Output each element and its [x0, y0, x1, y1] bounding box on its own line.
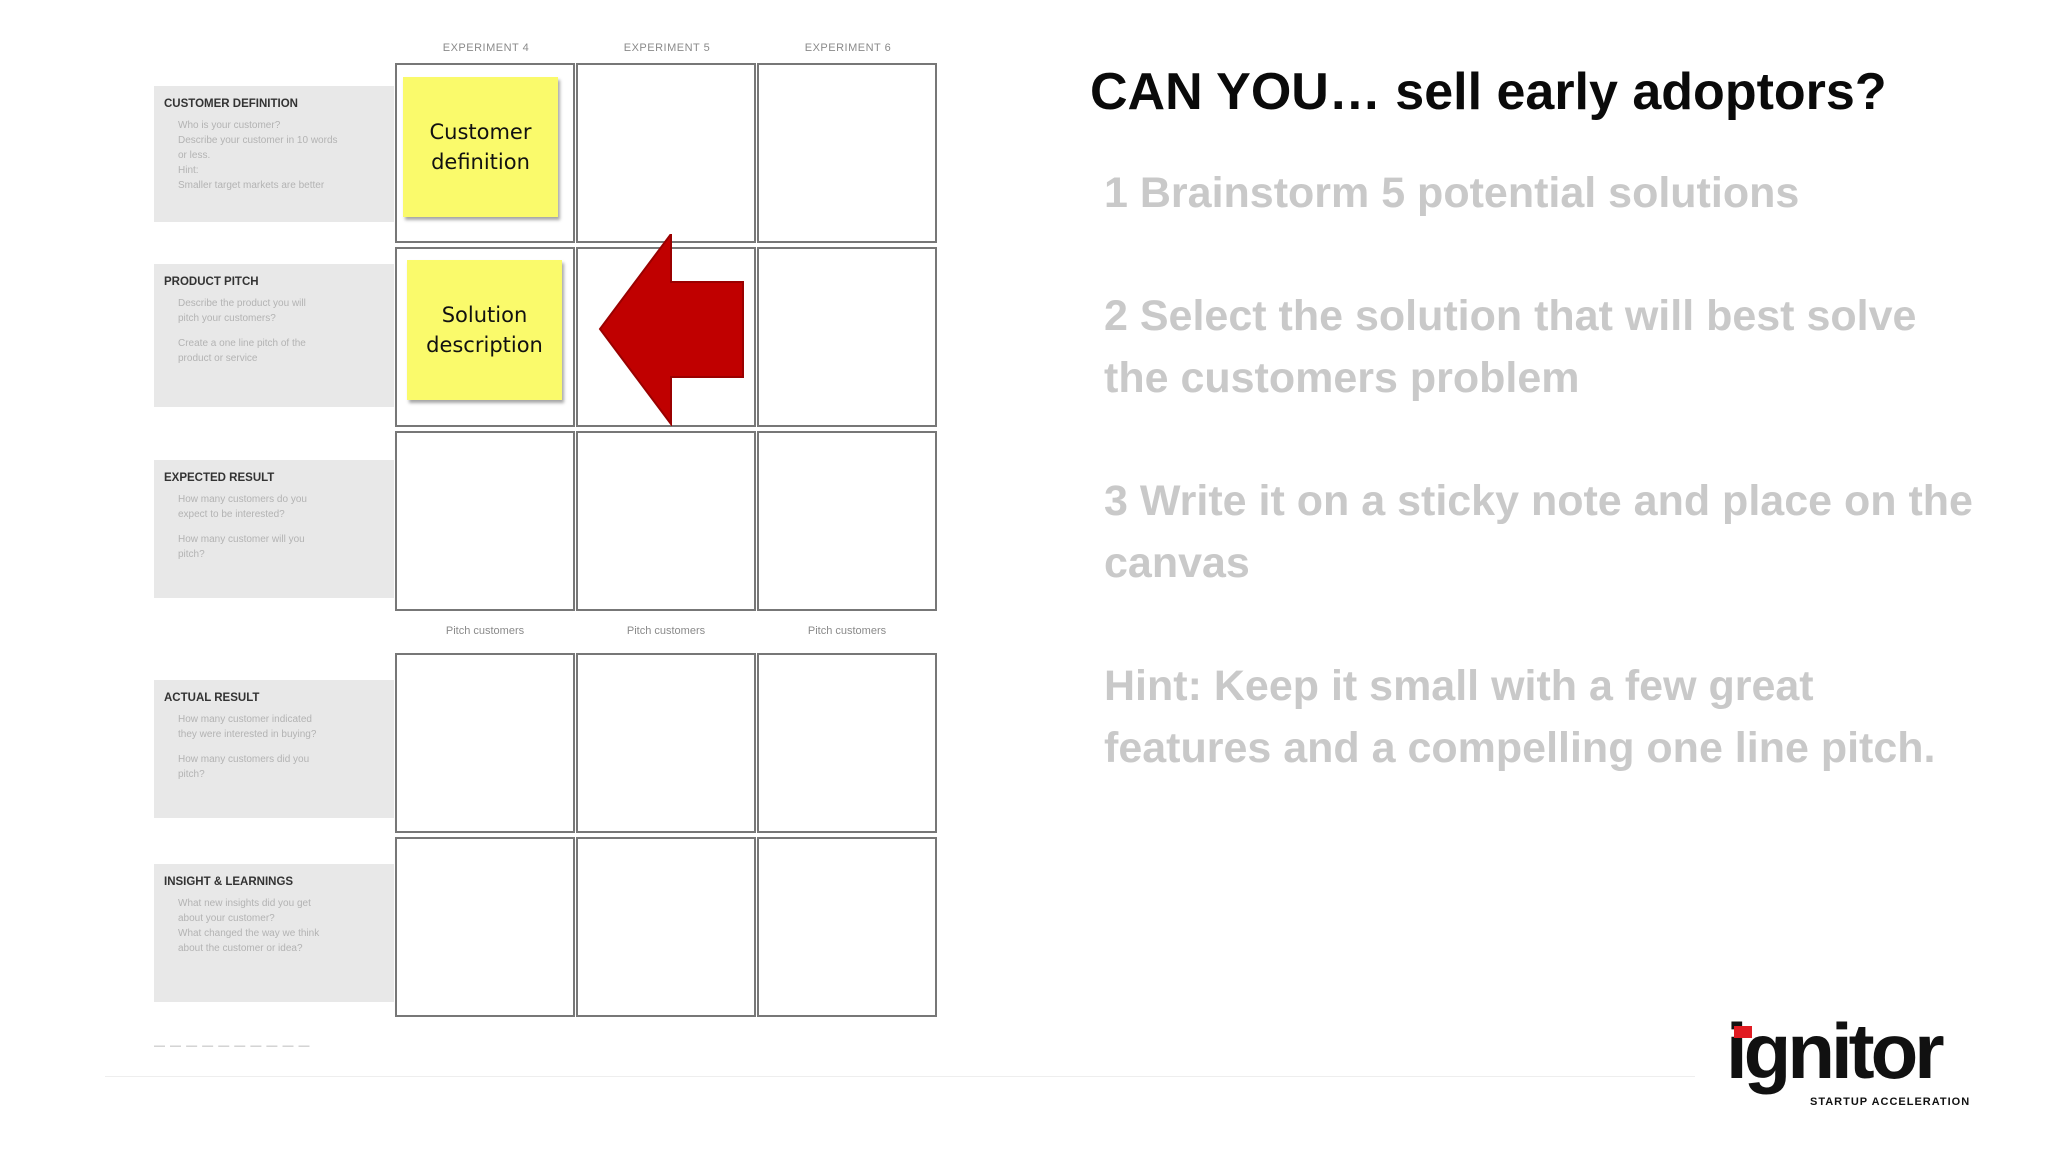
cell-r5-c3 — [757, 837, 937, 1017]
column-header-1: EXPERIMENT 4 — [442, 42, 530, 54]
cell-r4-c1 — [395, 653, 575, 833]
row-title: ACTUAL RESULT — [164, 692, 260, 704]
row-hint-line: How many customer indicated — [178, 714, 312, 725]
row-label-product-pitch: PRODUCT PITCH Describe the product you w… — [154, 264, 394, 407]
cell-r2-c3 — [757, 247, 937, 427]
row-title: PRODUCT PITCH — [164, 276, 259, 288]
cell-r5-c1 — [395, 837, 575, 1017]
cell-r3-c3 — [757, 431, 937, 611]
row-hint-line: expect to be interested? — [178, 509, 285, 520]
row-title: CUSTOMER DEFINITION — [164, 98, 298, 110]
logo-wordmark: ignitor — [1726, 1007, 1945, 1095]
sticky-note-customer-definition[interactable]: Customer definition — [403, 77, 558, 217]
row-hint-line: How many customers do you — [178, 494, 307, 505]
cell-r3-c1 — [395, 431, 575, 611]
row-hint-line: Hint: — [178, 165, 199, 176]
slide-title: CAN YOU… sell early adoptors? — [1090, 63, 1887, 121]
column-header-2: EXPERIMENT 5 — [623, 42, 711, 54]
sticky-text-line: definition — [431, 150, 530, 174]
hint-text: Hint: Keep it small with a few great fea… — [1104, 662, 1936, 772]
row-hint-line: How many customer will you — [178, 534, 305, 545]
cell-r1-c2 — [576, 63, 756, 243]
row-hint-line: pitch your customers? — [178, 313, 276, 324]
pitch-label-1: Pitch customers — [445, 625, 525, 637]
column-header-3: EXPERIMENT 6 — [804, 42, 892, 54]
row-title: EXPECTED RESULT — [164, 472, 275, 484]
row-label-expected-result: EXPECTED RESULT How many customers do yo… — [154, 460, 394, 598]
row-title: INSIGHT & LEARNINGS — [164, 876, 294, 888]
cell-r3-c2 — [576, 431, 756, 611]
sticky-text-line: description — [426, 333, 543, 357]
cell-r5-c2 — [576, 837, 756, 1017]
ignitor-logo: ignitor STARTUP ACCELERATION — [1726, 1012, 2006, 1110]
left-arrow-icon — [598, 234, 744, 426]
cropped-footer-text: — — — — — — — — — — — [154, 1040, 311, 1052]
cell-r4-c3 — [757, 653, 937, 833]
row-hint-line: or less. — [178, 150, 211, 161]
row-hint-line: Smaller target markets are better — [178, 180, 325, 191]
row-label-insight-learnings: INSIGHT & LEARNINGS What new insights di… — [154, 864, 394, 1002]
row-hint-line: product or service — [178, 353, 258, 364]
pitch-label-3: Pitch customers — [807, 625, 887, 637]
step-1: 1 Brainstorm 5 potential solutions — [1104, 169, 1800, 217]
row-hint-line: pitch? — [178, 769, 205, 780]
row-hint-line: Describe your customer in 10 words — [178, 135, 338, 146]
cell-r1-c3 — [757, 63, 937, 243]
instruction-list: 1 Brainstorm 5 potential solutions 2 Sel… — [1104, 162, 1984, 779]
sticky-text-line: Customer — [429, 120, 532, 144]
row-hint-line: pitch? — [178, 549, 205, 560]
logo-tagline: STARTUP ACCELERATION — [1810, 1096, 1971, 1108]
step-2: 2 Select the solution that will best sol… — [1104, 292, 1917, 402]
sticky-note-solution-description[interactable]: Solution description — [407, 260, 562, 400]
row-label-customer-definition: CUSTOMER DEFINITION Who is your customer… — [154, 86, 394, 222]
pitch-label-2: Pitch customers — [626, 625, 706, 637]
row-hint-line: Who is your customer? — [178, 120, 281, 131]
row-hint-line: about your customer? — [178, 913, 275, 924]
row-hint-line: Create a one line pitch of the — [178, 338, 306, 349]
step-3: 3 Write it on a sticky note and place on… — [1104, 477, 1973, 587]
sticky-text-line: Solution — [441, 303, 528, 327]
cell-r4-c2 — [576, 653, 756, 833]
row-hint-line: What changed the way we think — [178, 928, 320, 939]
logo-accent-mark — [1734, 1026, 1752, 1038]
row-hint-line: What new insights did you get — [178, 898, 311, 909]
row-hint-line: about the customer or idea? — [178, 943, 303, 954]
row-hint-line: How many customers did you — [178, 754, 310, 765]
row-hint-line: they were interested in buying? — [178, 729, 317, 740]
row-hint-line: Describe the product you will — [178, 298, 306, 309]
row-label-actual-result: ACTUAL RESULT How many customer indicate… — [154, 680, 394, 818]
divider-line — [105, 1076, 1695, 1077]
